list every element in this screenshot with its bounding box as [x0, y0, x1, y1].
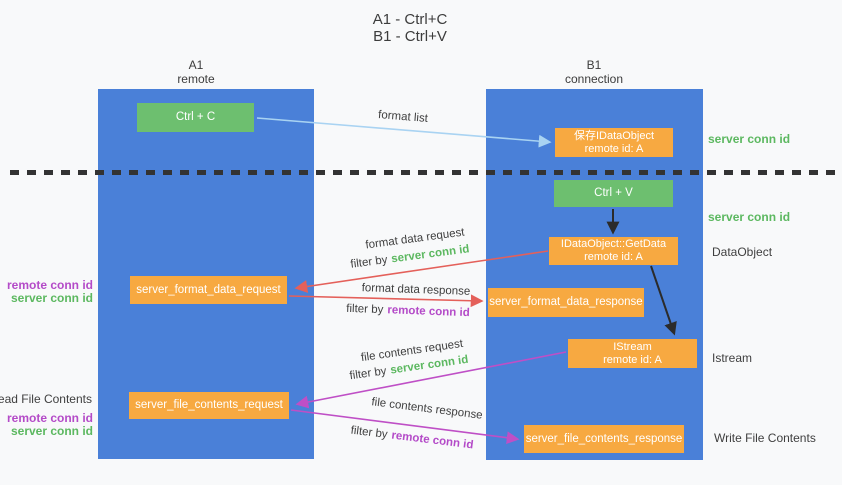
filter-by-text: filter by	[348, 365, 388, 383]
node-server-file-contents-response: server_file_contents_response	[524, 425, 684, 453]
node-save-idataobject-line2: remote id: A	[584, 142, 644, 155]
lane-header-b1: B1 connection	[534, 58, 654, 86]
node-ctrl-v: Ctrl + V	[554, 180, 673, 207]
node-ctrl-v-label: Ctrl + V	[594, 187, 633, 199]
left-label-remote-conn-id-bottom: remote conn id	[6, 411, 93, 425]
lane-a1-role: remote	[177, 72, 215, 86]
remote-conn-id-keyword: remote conn id	[387, 304, 470, 320]
edge-label-file-contents-response: file contents response	[370, 396, 484, 422]
edge-label-format-data-response: format data response	[361, 282, 471, 298]
node-server-file-contents-response-label: server_file_contents_response	[525, 432, 683, 445]
right-label-server-conn-id-mid: server conn id	[708, 210, 791, 224]
node-istream-line1: IStream	[613, 340, 652, 353]
filter-by-text: filter by	[349, 254, 389, 271]
left-label-server-conn-id-top: server conn id	[10, 291, 93, 305]
node-server-format-data-response: server_format_data_response	[488, 288, 644, 317]
title-line-1: A1 - Ctrl+C	[372, 11, 448, 28]
lane-header-a1: A1 remote	[136, 58, 256, 86]
node-save-idataobject: 保存IDataObject remote id: A	[555, 128, 673, 157]
node-istream-line2: remote id: A	[603, 353, 662, 366]
left-label-read-file-contents: Read File Contents	[0, 392, 92, 406]
node-ctrl-c: Ctrl + C	[137, 103, 254, 132]
title-line-2: B1 - Ctrl+V	[373, 28, 447, 45]
node-save-idataobject-line1: 保存IDataObject	[573, 129, 655, 142]
node-server-format-data-request: server_format_data_request	[130, 276, 287, 304]
lane-b1-name: B1	[586, 58, 602, 72]
left-label-remote-conn-id-top: remote conn id	[6, 278, 93, 292]
left-label-server-conn-id-bottom: server conn id	[10, 424, 93, 438]
left-label-conn-ids-bottom: remote conn id server conn id	[7, 412, 93, 438]
node-ctrl-c-label: Ctrl + C	[175, 111, 216, 123]
node-idataobject-getdata-line2: remote id: A	[584, 251, 643, 263]
lane-a1-name: A1	[188, 58, 204, 72]
right-label-write-file-contents: Write File Contents	[714, 431, 816, 445]
node-server-format-data-request-label: server_format_data_request	[136, 283, 281, 296]
remote-conn-id-keyword: remote conn id	[390, 429, 475, 452]
right-label-dataobject: DataObject	[712, 245, 773, 259]
filter-by-text: filter by	[349, 424, 389, 441]
dashed-divider	[10, 170, 835, 175]
right-label-istream: Istream	[712, 351, 753, 365]
diagram-title: A1 - Ctrl+C B1 - Ctrl+V	[300, 11, 520, 45]
node-server-file-contents-request-label: server_file_contents_request	[135, 399, 283, 411]
edge-label-format-list: format list	[377, 109, 429, 125]
node-server-format-data-response-label: server_format_data_response	[489, 296, 643, 308]
node-server-file-contents-request: server_file_contents_request	[129, 392, 289, 419]
node-idataobject-getdata: IDataObject::GetData remote id: A	[549, 237, 678, 265]
right-label-server-conn-id-top: server conn id	[708, 132, 791, 146]
node-idataobject-getdata-line1: IDataObject::GetData	[560, 238, 667, 250]
left-label-conn-ids-top: remote conn id server conn id	[7, 279, 93, 305]
filter-by-text: filter by	[346, 302, 384, 317]
node-istream: IStream remote id: A	[568, 339, 697, 368]
lane-b1-role: connection	[564, 72, 624, 86]
